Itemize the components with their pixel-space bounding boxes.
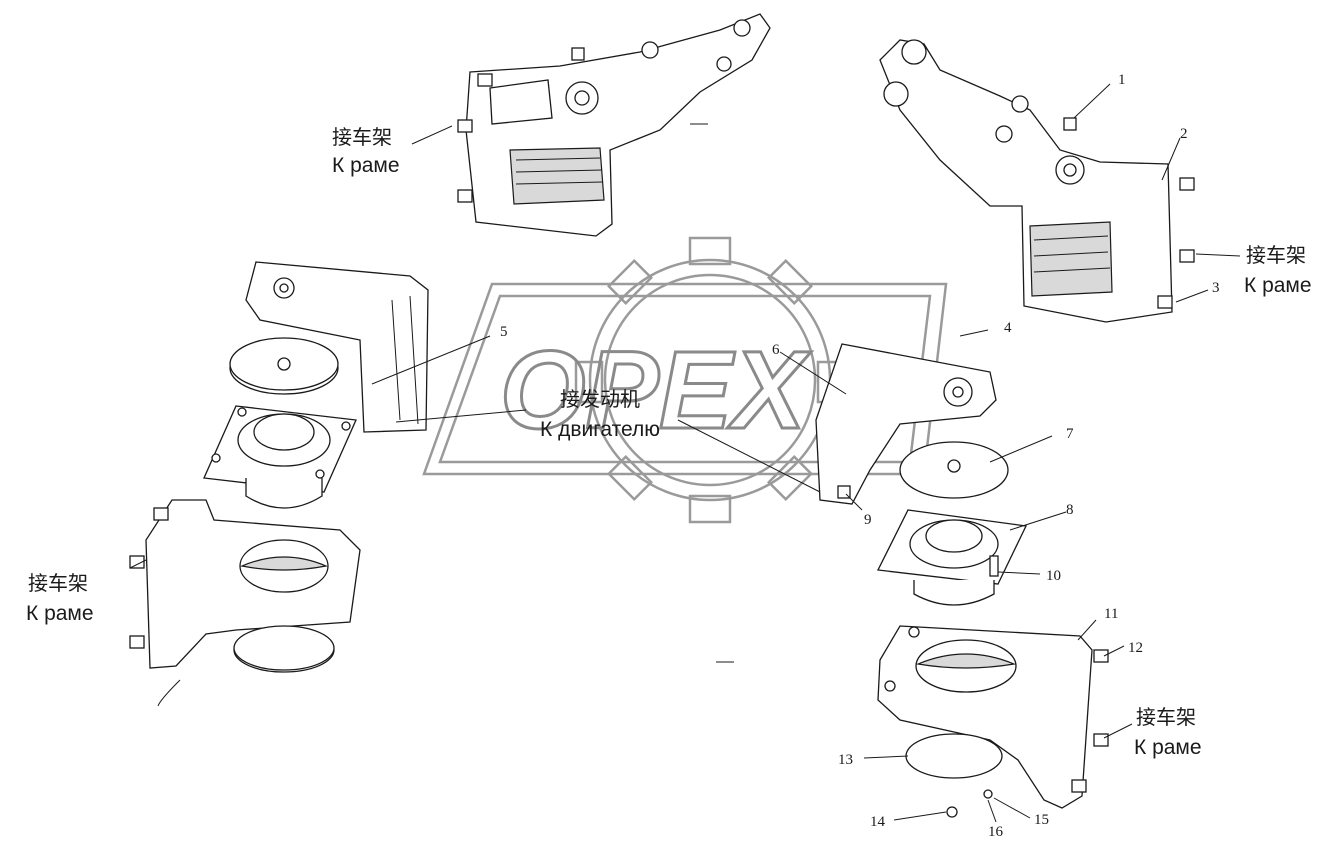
label-frame-ru-top-right: К раме: [1244, 274, 1312, 297]
center-bracket: [815, 343, 997, 505]
label-frame-cn-top-left: 接车架: [332, 125, 392, 149]
callout-12: 12: [1128, 640, 1143, 656]
left-middle-bracket: [229, 261, 429, 433]
callout-1: 1: [1118, 72, 1126, 88]
callout-3: 3: [1212, 280, 1220, 296]
callout-15: 15: [1034, 812, 1049, 828]
gear-watermark-icon: [574, 236, 846, 524]
callout-11: 11: [1104, 606, 1118, 622]
callout-2: 2: [1180, 126, 1188, 142]
callout-7: 7: [1066, 426, 1074, 442]
label-frame-cn-top-right: 接车架: [1246, 243, 1306, 267]
callout-8: 8: [1066, 502, 1074, 518]
callout-10: 10: [1046, 568, 1061, 584]
callout-14: 14: [870, 814, 886, 830]
left-rubber-pad: [203, 405, 357, 509]
label-frame-cn-bottom-right: 接车架: [1136, 705, 1196, 729]
leader-lines: [129, 83, 1241, 823]
callout-16: 16: [988, 824, 1004, 840]
callout-5: 5: [500, 324, 508, 340]
callout-6: 6: [772, 342, 780, 358]
label-frame-cn-left: 接车架: [28, 571, 88, 595]
left-lower-bracket: [129, 499, 361, 707]
label-engine-ru: К двигателю: [540, 418, 660, 441]
right-rubber-pad: [877, 509, 1027, 606]
top-left-mount: [457, 13, 771, 237]
watermark-text: OPEX: [500, 329, 811, 452]
label-frame-ru-left: К раме: [26, 602, 94, 625]
washer-7-hole: [947, 459, 961, 473]
right-lower-bracket: [877, 625, 1109, 818]
callout-9: 9: [864, 512, 872, 528]
label-engine-cn: 接发动机: [560, 387, 640, 411]
callout-13: 13: [838, 752, 853, 768]
label-frame-ru-top-left: К раме: [332, 154, 400, 177]
callout-4: 4: [1004, 320, 1012, 336]
label-frame-ru-bottom-right: К раме: [1134, 736, 1202, 759]
top-right-mount: [879, 39, 1195, 323]
